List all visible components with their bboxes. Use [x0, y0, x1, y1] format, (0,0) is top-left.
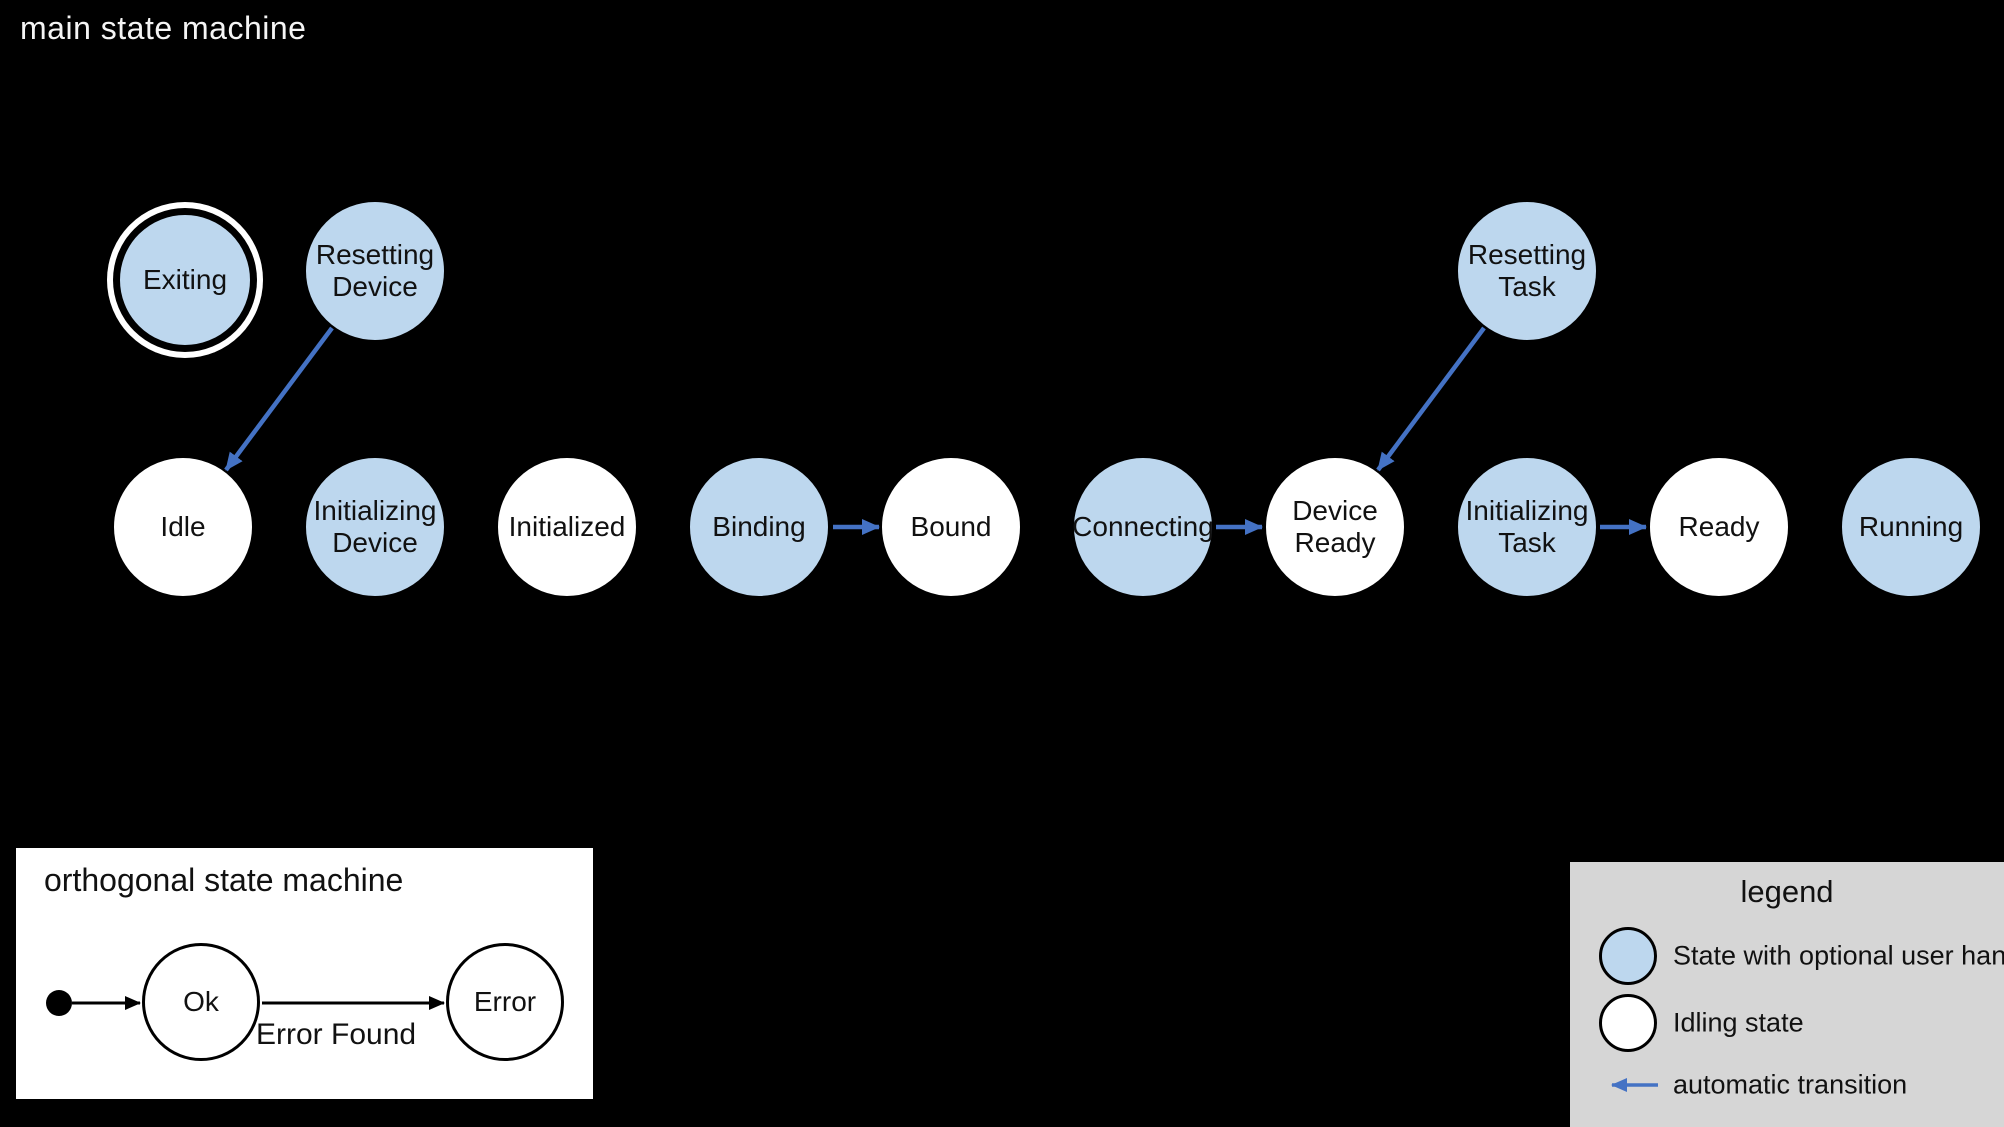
legend-title: legend: [1740, 874, 1834, 909]
arrow-resetting-device-to-idle: [224, 326, 334, 472]
state-binding: Binding: [688, 456, 830, 598]
state-device-ready: Device Ready: [1264, 456, 1406, 598]
automatic-transition-arrow-icon: [1611, 1078, 1658, 1092]
state-label: Initialized: [508, 510, 626, 542]
legend-item-label: State with optional user handler: [1673, 940, 2004, 971]
state-label: Error: [473, 986, 537, 1017]
state-label: Resetting Task: [1467, 238, 1587, 302]
arrow-resetting-task-to-device-ready: [1376, 326, 1486, 472]
orthogonal-machine-title: orthogonal state machine: [44, 862, 404, 898]
state-label: Connecting: [1072, 510, 1214, 542]
main-diagram-title: main state machine: [20, 10, 307, 46]
user-handler-state-icon: [1599, 927, 1657, 985]
state-ready: Ready: [1648, 456, 1790, 598]
legend-panel: legend State with optional user handler …: [1570, 862, 2004, 1127]
state-running: Running: [1840, 456, 1982, 598]
state-initializing-device: Initializing Device: [304, 456, 446, 598]
state-label: Resetting Device: [315, 238, 435, 302]
state-initializing-task: Initializing Task: [1456, 456, 1598, 598]
state-label: Exiting: [142, 263, 228, 295]
orthogonal-state-machine-panel: orthogonal state machine Ok Error Error …: [16, 848, 593, 1099]
state-label: Running: [1858, 510, 1964, 542]
state-label: Initializing Device: [313, 494, 437, 558]
state-ok: Ok: [142, 943, 260, 1061]
initial-state-dot-icon: [46, 990, 72, 1016]
legend-item-label: Idling state: [1673, 1007, 1804, 1038]
transition-label-error-found: Error Found: [256, 1018, 417, 1051]
state-connecting: Connecting: [1072, 456, 1214, 598]
legend-item-label: automatic transition: [1673, 1069, 1908, 1100]
idling-state-icon: [1599, 994, 1657, 1052]
state-label: Ok: [183, 986, 219, 1017]
state-bound: Bound: [880, 456, 1022, 598]
state-label: Bound: [910, 510, 992, 542]
state-idle: Idle: [112, 456, 254, 598]
state-label: Ready: [1678, 510, 1760, 542]
state-label: Idle: [160, 510, 206, 542]
state-label: Initializing Task: [1465, 494, 1589, 558]
state-error: Error: [446, 943, 564, 1061]
state-initialized: Initialized: [496, 456, 638, 598]
state-resetting-task: Resetting Task: [1456, 200, 1598, 342]
state-resetting-device: Resetting Device: [304, 200, 446, 342]
state-exiting: Exiting: [117, 212, 253, 348]
state-label: Device Ready: [1292, 494, 1378, 558]
state-label: Binding: [712, 510, 806, 542]
